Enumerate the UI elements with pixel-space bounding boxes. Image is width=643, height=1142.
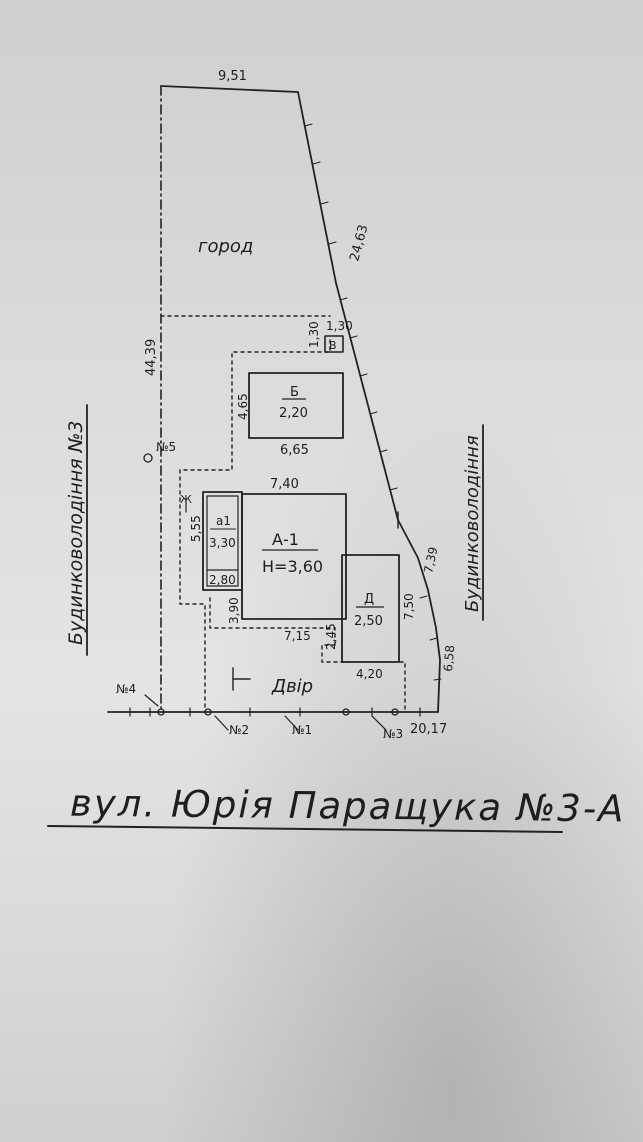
marker-4-label: №4 [116,682,136,696]
dim-top: 9,51 [218,69,247,84]
marker-j-label: Ж [180,493,192,506]
dim-b-h: 4,65 [236,393,250,420]
dim-d-gap: 2,45 [324,623,338,650]
marker-4-leader [144,694,159,707]
marker-3-point [391,708,399,716]
marker-2-label: №2 [229,723,249,737]
zone-yard-label: Двір [271,676,313,697]
dim-main-h: 3,90 [227,597,241,624]
building-b [248,372,344,439]
building-main-name: А-1 [272,530,299,549]
yard-fence [179,339,331,713]
right-fence-ticks [304,123,442,681]
yard-fence-d-left [321,644,351,663]
building-d-name: Д [364,592,374,607]
dim-front: 20,17 [410,722,447,737]
building-a1-height: 3,30 [209,536,236,550]
dim-left: 44,39 [144,339,159,376]
building-a1-name: а1 [216,514,231,528]
building-v [324,335,344,353]
dim-main-bottom: 7,15 [284,629,311,643]
marker-3-label: №3 [383,727,403,741]
dim-right-mid: 7,39 [421,546,440,575]
dim-right-long: 24,63 [347,223,371,263]
street-title: вул. Юрія Паращука №3-А [70,782,626,831]
marker-3-leader [371,715,387,731]
dim-main-w: 7,40 [270,477,299,492]
building-main-height: Н=3,60 [262,557,323,576]
building-b-name: Б [290,385,299,400]
building-d [341,554,400,663]
yard-fence-d-right [399,661,406,713]
street-underline [47,825,563,833]
dim-v-w: 1,30 [326,319,353,333]
building-b-height: 2,20 [279,406,308,421]
dim-v-h: 1,30 [307,321,321,348]
dim-d-h: 7,50 [402,593,416,620]
neighbor-right-label: Будинковолодіння [462,435,483,612]
plot-boundary-right [297,91,441,713]
building-v-name: В [329,339,337,352]
marker-1-label: №1 [292,723,312,737]
building-a1-annex [202,491,243,591]
building-a1-annex-inner [206,495,239,587]
marker-1-point [342,708,350,716]
dim-a1-w: 2,80 [209,573,236,587]
dim-d-w: 4,20 [356,667,383,681]
neighbor-left-label: Будинковолодіння №3 [65,421,87,645]
front-fence-ticks [129,707,421,717]
yard-fence-lower [209,597,336,646]
marker-5-point [143,453,153,463]
marker-5-label: №5 [156,440,176,454]
dim-right-low: 6,58 [441,644,457,672]
marker-2-leader [214,715,229,731]
marker-1-leader [284,715,299,731]
marker-4-point [157,708,165,716]
dim-b-w: 6,65 [280,443,309,458]
zone-garden-label: город [198,236,253,257]
plot-boundary-top [160,85,299,93]
dim-a1-h: 5,55 [189,515,203,542]
marker-2-point [204,708,212,716]
building-d-height: 2,50 [354,614,383,629]
